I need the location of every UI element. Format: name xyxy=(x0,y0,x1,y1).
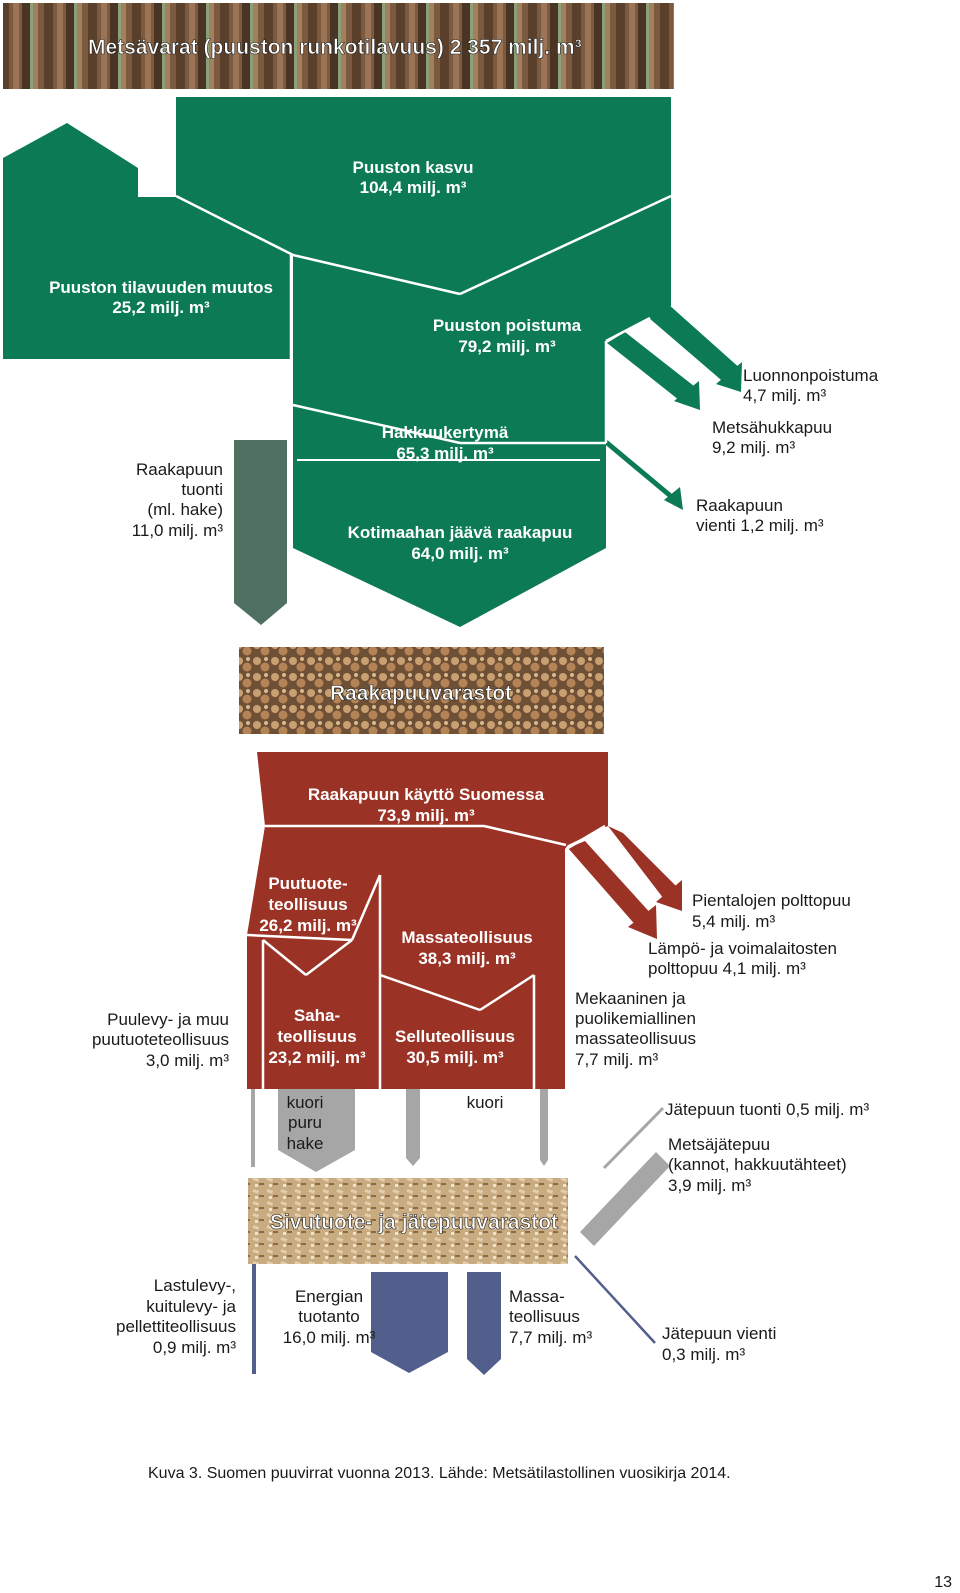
puutuote-line3: 26,2 milj. m³ xyxy=(259,916,357,935)
massa-value: 38,3 milj. m³ xyxy=(418,949,516,968)
flow-puulevy-bar xyxy=(251,1089,255,1167)
byproduct-banner: Sivutuote- ja jätepuuvarastot xyxy=(248,1178,568,1264)
pientalo-value: 5,4 milj. m³ xyxy=(692,912,775,931)
sellu-title: Selluteollisuus xyxy=(395,1027,515,1046)
kuori-saha-line1: kuori xyxy=(287,1093,324,1112)
kuori-saha-line3: hake xyxy=(287,1134,324,1153)
jatevienti-line2: 0,3 milj. m³ xyxy=(662,1345,745,1364)
tuonti-line1: Raakapuun xyxy=(136,460,223,479)
jatetuonti-title: Jätepuun tuonti 0,5 milj. m³ xyxy=(665,1100,869,1119)
hakkuu-title: Hakkuukertymä xyxy=(382,423,509,442)
puulevy-line2: puutuoteteollisuus xyxy=(92,1030,229,1049)
flow-massa2-shape xyxy=(467,1272,501,1375)
poistuma-value: 79,2 milj. m³ xyxy=(458,337,556,356)
massa2-line1: Massa- xyxy=(509,1287,565,1306)
forest-banner: Metsävarat (puuston runkotilavuus) 2 357… xyxy=(3,3,674,89)
energia-line3: 16,0 milj. m³ xyxy=(283,1328,376,1347)
puulevy-line1: Puulevy- ja muu xyxy=(107,1010,229,1029)
poistuma-title: Puuston poistuma xyxy=(433,316,582,335)
flow-mekaaninen-bar xyxy=(540,1089,548,1166)
page-number: 13 xyxy=(934,1574,952,1591)
flow-vienti-line xyxy=(606,442,673,498)
kasvu-value: 104,4 milj. m³ xyxy=(360,178,467,197)
massa-title: Massateollisuus xyxy=(401,928,532,947)
mekaaninen-line4: 7,7 milj. m³ xyxy=(575,1050,658,1069)
puulevy-line3: 3,0 milj. m³ xyxy=(146,1051,229,1070)
lastulevy-line3: pellettiteollisuus xyxy=(116,1317,236,1336)
saha-line1: Saha- xyxy=(294,1006,340,1025)
tuonti-line4: 11,0 milj. m³ xyxy=(132,521,224,540)
metsajate-line1: Metsäjätepuu xyxy=(668,1135,770,1154)
lastulevy-line2: kuitulevy- ja xyxy=(146,1297,236,1316)
tuonti-line2: tuonti xyxy=(181,480,223,499)
kuori-sellu-line1: kuori xyxy=(467,1093,504,1112)
muutos-value: 25,2 milj. m³ xyxy=(112,298,210,317)
luonnonpoistuma-value: 4,7 milj. m³ xyxy=(743,386,826,405)
massa2-line2: teollisuus xyxy=(509,1307,580,1326)
massa2-line3: 7,7 milj. m³ xyxy=(509,1328,592,1347)
mekaaninen-line2: puolikemiallinen xyxy=(575,1009,696,1028)
hakkuu-value: 65,3 milj. m³ xyxy=(396,444,494,463)
figure-caption: Kuva 3. Suomen puuvirrat vuonna 2013. Lä… xyxy=(148,1465,731,1482)
puutuote-line1: Puutuote- xyxy=(268,874,347,893)
lastulevy-line4: 0,9 milj. m³ xyxy=(153,1338,236,1357)
flow-metsajate-shape xyxy=(580,1152,670,1246)
kotimaa-title: Kotimaahan jäävä raakapuu xyxy=(348,523,573,542)
flow-lastulevy-bar xyxy=(252,1264,256,1374)
mekaaninen-line3: massateollisuus xyxy=(575,1029,696,1048)
energia-line1: Energian xyxy=(295,1287,363,1306)
kaytto-value: 73,9 milj. m³ xyxy=(377,806,475,825)
hukkapuu-value: 9,2 milj. m³ xyxy=(712,438,795,457)
jatevienti-line1: Jätepuun vienti xyxy=(662,1324,776,1343)
lampo-line2: polttopuu 4,1 milj. m³ xyxy=(648,959,806,978)
kotimaa-value: 64,0 milj. m³ xyxy=(411,544,509,563)
flow-tuonti-shape xyxy=(234,440,287,625)
roundwood-banner: Raakapuuvarastot xyxy=(239,647,604,734)
mekaaninen-line1: Mekaaninen ja xyxy=(575,989,686,1008)
metsajate-line2: (kannot, hakkuutähteet) xyxy=(668,1155,847,1174)
sellu-value: 30,5 milj. m³ xyxy=(406,1048,504,1067)
vienti-line1: Raakapuun xyxy=(696,496,783,515)
saha-line2: teollisuus xyxy=(277,1027,356,1046)
lastulevy-line1: Lastulevy-, xyxy=(154,1276,236,1295)
energia-line2: tuotanto xyxy=(298,1307,359,1326)
muutos-title: Puuston tilavuuden muutos xyxy=(49,278,273,297)
saha-line3: 23,2 milj. m³ xyxy=(268,1048,366,1067)
flow-kuori-sellu-shape xyxy=(406,1089,420,1166)
puutuote-line2: teollisuus xyxy=(268,895,347,914)
luonnonpoistuma-title: Luonnonpoistuma xyxy=(743,366,879,385)
kaytto-title: Raakapuun käyttö Suomessa xyxy=(308,785,545,804)
forest-banner-title: Metsävarat (puuston runkotilavuus) 2 357… xyxy=(88,36,582,59)
hukkapuu-title: Metsähukkapuu xyxy=(712,418,832,437)
tuonti-line3: (ml. hake) xyxy=(147,500,223,519)
lampo-line1: Lämpö- ja voimalaitosten xyxy=(648,939,837,958)
kuori-saha-line2: puru xyxy=(288,1113,322,1132)
flow-energia-shape xyxy=(371,1272,448,1373)
byproduct-banner-title: Sivutuote- ja jätepuuvarastot xyxy=(270,1211,558,1234)
roundwood-banner-title: Raakapuuvarastot xyxy=(330,682,512,705)
metsajate-line3: 3,9 milj. m³ xyxy=(668,1176,751,1195)
kasvu-title: Puuston kasvu xyxy=(353,158,474,177)
pientalo-title: Pientalojen polttopuu xyxy=(692,891,851,910)
vienti-line2: vienti 1,2 milj. m³ xyxy=(696,516,824,535)
